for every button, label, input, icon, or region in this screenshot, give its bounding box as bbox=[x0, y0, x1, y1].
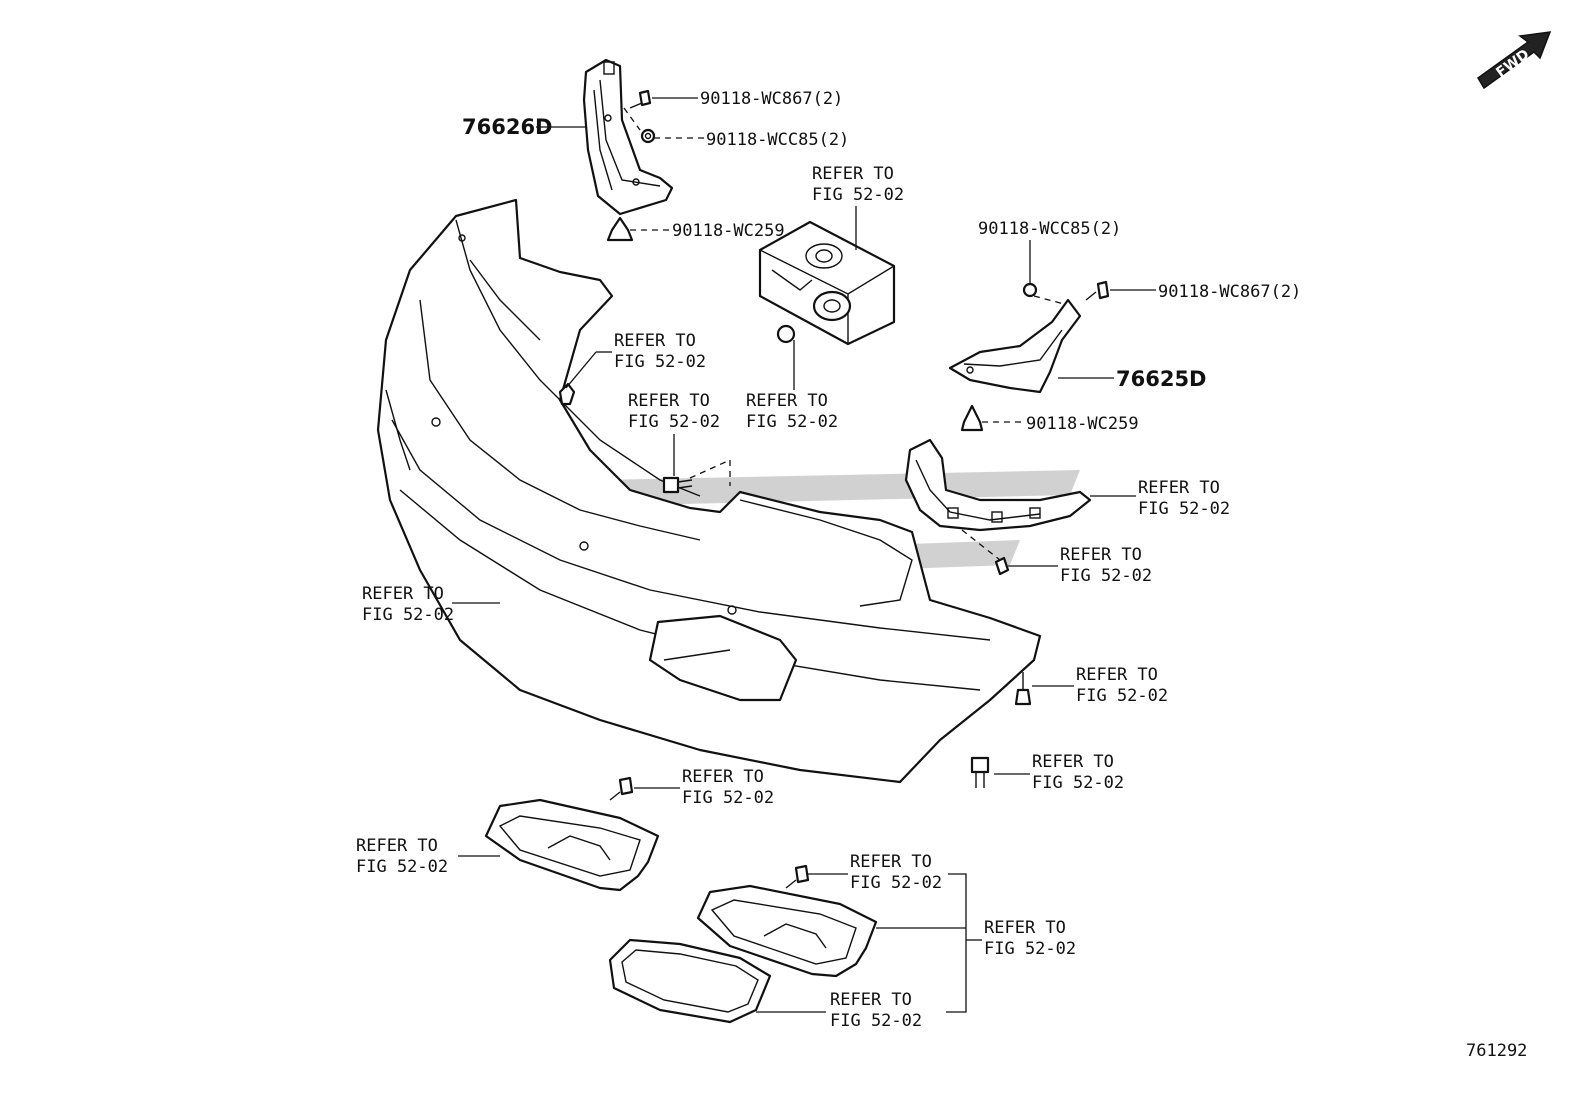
screw-wc867-right-icon[interactable] bbox=[1085, 280, 1110, 301]
ref-callout-bumper-clip[interactable]: REFER TO FIG 52-02 bbox=[614, 331, 706, 372]
part-number-76626d[interactable]: 76626D bbox=[462, 115, 553, 139]
bracket-76626d[interactable] bbox=[582, 58, 674, 216]
ref-callout-housing[interactable]: REFER TO FIG 52-02 bbox=[812, 164, 904, 205]
bumper-bolt-lower-right-icon[interactable] bbox=[970, 756, 990, 788]
svg-text:FIG 52-02: FIG 52-02 bbox=[850, 873, 942, 893]
drawing-number: 761292 bbox=[1466, 1041, 1527, 1061]
svg-text:REFER TO: REFER TO bbox=[850, 852, 932, 872]
svg-text:FIG 52-02: FIG 52-02 bbox=[1138, 499, 1230, 519]
label-90118-wc259-right[interactable]: 90118-WC259 bbox=[1026, 414, 1139, 434]
bracket-76625d[interactable] bbox=[948, 298, 1082, 394]
clip-wc259-right-icon[interactable] bbox=[960, 404, 984, 432]
fog-lamp-trim-ring[interactable] bbox=[608, 938, 772, 1024]
ref-callout-retainer-bracket[interactable]: REFER TO FIG 52-02 bbox=[1138, 478, 1230, 519]
ref-callout-lower-screw[interactable]: REFER TO FIG 52-02 bbox=[1076, 665, 1168, 706]
ref-callout-retainer-screw[interactable]: REFER TO FIG 52-02 bbox=[1060, 545, 1152, 586]
sensor-housing[interactable] bbox=[758, 220, 896, 346]
svg-text:REFER TO: REFER TO bbox=[362, 584, 444, 604]
svg-text:FIG 52-02: FIG 52-02 bbox=[1076, 686, 1168, 706]
bumper-screw-lower-right-icon[interactable] bbox=[1014, 672, 1032, 706]
bumper-bolt-icon[interactable] bbox=[662, 476, 693, 494]
ref-callout-trim-ring[interactable]: REFER TO FIG 52-02 bbox=[830, 990, 922, 1031]
svg-text:FIG 52-02: FIG 52-02 bbox=[362, 605, 454, 625]
svg-text:REFER TO: REFER TO bbox=[682, 767, 764, 787]
fog-lamp-bezel-right[interactable] bbox=[696, 884, 878, 978]
label-90118-wc867-right[interactable]: 90118-WC867(2) bbox=[1158, 282, 1301, 302]
svg-text:FIG 52-02: FIG 52-02 bbox=[984, 939, 1076, 959]
nut-wcc85-right-icon[interactable] bbox=[1022, 282, 1038, 298]
svg-text:REFER TO: REFER TO bbox=[1138, 478, 1220, 498]
svg-text:FIG 52-02: FIG 52-02 bbox=[746, 412, 838, 432]
ref-callout-bezel-screw-right[interactable]: REFER TO FIG 52-02 bbox=[850, 852, 942, 893]
label-90118-wcc85-right[interactable]: 90118-WCC85(2) bbox=[978, 219, 1121, 239]
svg-text:FIG 52-02: FIG 52-02 bbox=[1060, 566, 1152, 586]
svg-text:FIG 52-02: FIG 52-02 bbox=[614, 352, 706, 372]
svg-text:FIG 52-02: FIG 52-02 bbox=[812, 185, 904, 205]
svg-text:FIG 52-02: FIG 52-02 bbox=[628, 412, 720, 432]
svg-text:FIG 52-02: FIG 52-02 bbox=[830, 1011, 922, 1031]
label-90118-wcc85-left[interactable]: 90118-WCC85(2) bbox=[706, 130, 849, 150]
svg-text:FIG 52-02: FIG 52-02 bbox=[1032, 773, 1124, 793]
clip-wc259-left-icon[interactable] bbox=[606, 216, 634, 242]
fwd-arrow-icon: FWD bbox=[1477, 31, 1552, 90]
svg-text:FIG 52-02: FIG 52-02 bbox=[682, 788, 774, 808]
ref-callout-lower-bolt[interactable]: REFER TO FIG 52-02 bbox=[1032, 752, 1124, 793]
fwd-label: FWD bbox=[1493, 46, 1532, 80]
svg-text:REFER TO: REFER TO bbox=[356, 836, 438, 856]
ref-callout-bezel-screw-left[interactable]: REFER TO FIG 52-02 bbox=[682, 767, 774, 808]
nut-wcc85-left-icon[interactable] bbox=[640, 128, 656, 144]
svg-text:REFER TO: REFER TO bbox=[614, 331, 696, 351]
svg-text:REFER TO: REFER TO bbox=[984, 918, 1066, 938]
svg-text:REFER TO: REFER TO bbox=[1060, 545, 1142, 565]
bumper-retainer-bracket[interactable] bbox=[904, 438, 1092, 532]
ref-callout-bezel-right[interactable]: REFER TO FIG 52-02 bbox=[984, 918, 1076, 959]
bezel-screw-left-icon[interactable] bbox=[609, 776, 634, 801]
svg-text:FIG 52-02: FIG 52-02 bbox=[356, 857, 448, 877]
bumper-clip-icon[interactable] bbox=[558, 382, 576, 406]
label-90118-wc259-left[interactable]: 90118-WC259 bbox=[672, 221, 785, 241]
ref-callout-bumper-cover[interactable]: REFER TO FIG 52-02 bbox=[362, 584, 454, 625]
part-number-76625d[interactable]: 76625D bbox=[1116, 367, 1207, 391]
ref-callout-bezel-left[interactable]: REFER TO FIG 52-02 bbox=[356, 836, 448, 877]
screw-wc867-left-icon[interactable] bbox=[629, 89, 652, 109]
sensor-grommet-icon[interactable] bbox=[776, 324, 796, 344]
ref-callout-bumper-bolt[interactable]: REFER TO FIG 52-02 bbox=[628, 391, 720, 432]
label-90118-wc867-left[interactable]: 90118-WC867(2) bbox=[700, 89, 843, 109]
svg-text:REFER TO: REFER TO bbox=[1032, 752, 1114, 772]
retainer-screw-icon[interactable] bbox=[994, 556, 1010, 576]
svg-text:REFER TO: REFER TO bbox=[746, 391, 828, 411]
front-bumper-cover[interactable] bbox=[376, 198, 1042, 784]
ref-callout-sensor-grommet[interactable]: REFER TO FIG 52-02 bbox=[746, 391, 838, 432]
svg-text:REFER TO: REFER TO bbox=[628, 391, 710, 411]
bezel-screw-right-icon[interactable] bbox=[785, 864, 810, 889]
fog-lamp-bezel-left[interactable] bbox=[484, 798, 660, 892]
svg-text:REFER TO: REFER TO bbox=[812, 164, 894, 184]
svg-text:REFER TO: REFER TO bbox=[830, 990, 912, 1010]
svg-text:REFER TO: REFER TO bbox=[1076, 665, 1158, 685]
